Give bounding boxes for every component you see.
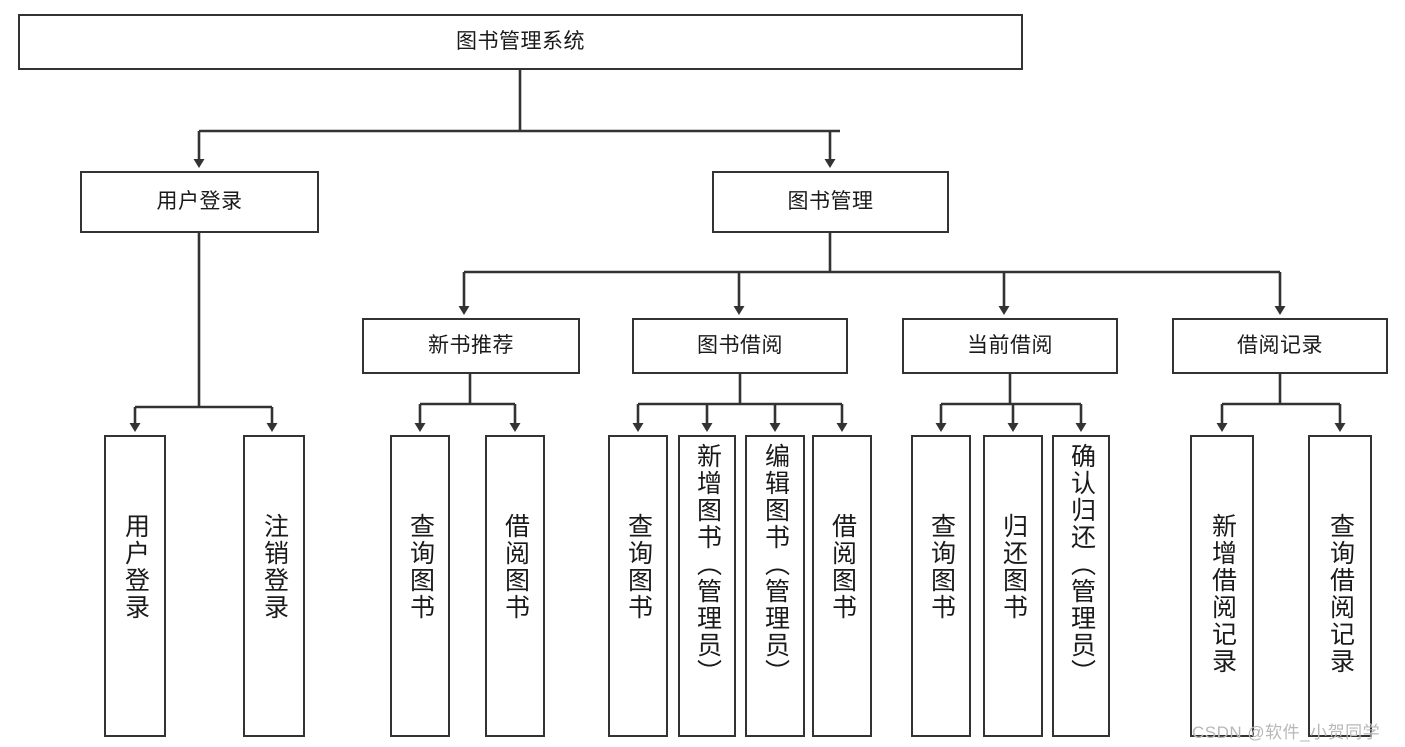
leaf-edit-book-admin[interactable]: 编辑图书（管理员） — [745, 435, 805, 737]
leaf-logout-label: 注销登录 — [260, 513, 289, 621]
leaf-add-borrow-record[interactable]: 新增借阅记录 — [1190, 435, 1254, 737]
leaf-query-book-nbr[interactable]: 查询图书 — [390, 435, 450, 737]
edge-group-borrow-record — [1216, 374, 1346, 432]
leaf-add-borrow-record-label: 新增借阅记录 — [1208, 513, 1237, 675]
node-borrow-record[interactable]: 借阅记录 — [1172, 318, 1388, 374]
leaf-borrow-book-nbr[interactable]: 借阅图书 — [485, 435, 545, 737]
leaf-query-book-bb-label: 查询图书 — [624, 513, 653, 621]
node-book-management-label: 图书管理 — [787, 189, 874, 213]
leaf-add-book-admin[interactable]: 新增图书（管理员） — [678, 435, 736, 737]
leaf-query-borrow-record[interactable]: 查询借阅记录 — [1308, 435, 1372, 737]
edge-group-book-mgmt — [458, 233, 1286, 315]
edge-group-new-book-rec — [414, 374, 521, 432]
node-user-login-label: 用户登录 — [156, 189, 243, 213]
node-user-login[interactable]: 用户登录 — [80, 171, 319, 233]
node-borrow-record-label: 借阅记录 — [1237, 333, 1323, 357]
leaf-query-book-nbr-label: 查询图书 — [406, 513, 435, 621]
leaf-return-book-label: 归还图书 — [999, 513, 1028, 621]
leaf-query-book-cb-label: 查询图书 — [927, 513, 956, 621]
edge-group-current-borrow — [935, 374, 1087, 432]
leaf-confirm-return-admin-label: 确认归还（管理员） — [1067, 443, 1096, 686]
leaf-query-borrow-record-label: 查询借阅记录 — [1326, 513, 1355, 675]
leaf-confirm-return-admin[interactable]: 确认归还（管理员） — [1052, 435, 1110, 737]
leaf-user-login[interactable]: 用户登录 — [104, 435, 166, 737]
node-new-book-recommend[interactable]: 新书推荐 — [362, 318, 580, 374]
node-book-borrow-label: 图书借阅 — [697, 333, 783, 357]
node-root[interactable]: 图书管理系统 — [18, 14, 1023, 70]
edge-group-user-login — [129, 233, 278, 432]
leaf-borrow-book-bb-label: 借阅图书 — [828, 513, 857, 621]
node-root-label: 图书管理系统 — [456, 29, 585, 53]
leaf-query-book-bb[interactable]: 查询图书 — [608, 435, 668, 737]
leaf-borrow-book-bb[interactable]: 借阅图书 — [812, 435, 872, 737]
node-book-management[interactable]: 图书管理 — [712, 171, 949, 233]
leaf-logout[interactable]: 注销登录 — [243, 435, 305, 737]
leaf-return-book[interactable]: 归还图书 — [983, 435, 1043, 737]
edge-group-root — [193, 70, 840, 168]
leaf-query-book-cb[interactable]: 查询图书 — [911, 435, 971, 737]
node-current-borrow-label: 当前借阅 — [967, 333, 1053, 357]
edge-group-book-borrow — [632, 374, 848, 432]
csdn-watermark: CSDN @软件_小贺同学 — [1192, 723, 1381, 742]
leaf-borrow-book-nbr-label: 借阅图书 — [501, 513, 530, 621]
node-new-book-recommend-label: 新书推荐 — [428, 333, 514, 357]
node-book-borrow[interactable]: 图书借阅 — [632, 318, 848, 374]
node-current-borrow[interactable]: 当前借阅 — [902, 318, 1118, 374]
leaf-edit-book-admin-label: 编辑图书（管理员） — [761, 443, 790, 686]
leaf-add-book-admin-label: 新增图书（管理员） — [693, 443, 722, 686]
leaf-user-login-label: 用户登录 — [121, 513, 150, 621]
